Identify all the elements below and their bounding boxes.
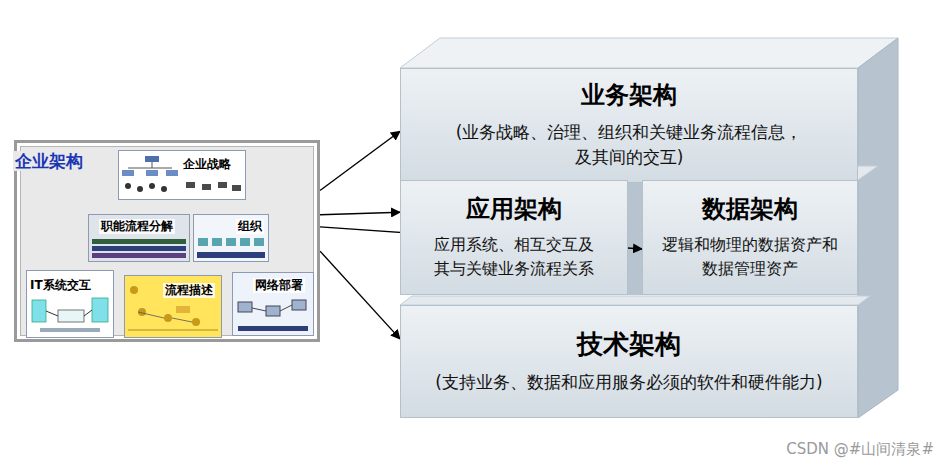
architecture-block: 应用架构应用系统、相互交互及 其与关键业务流程关系: [400, 180, 628, 295]
block-description: 逻辑和物理的数据资产和 数据管理资产: [657, 233, 843, 281]
system-diagram: [32, 298, 108, 332]
side-face: [628, 180, 642, 295]
org-chart-icons: [122, 156, 241, 192]
network-icons: [238, 300, 308, 331]
block-title: 技术架构: [577, 328, 681, 362]
block-description: (业务战略、治理、组织和关键业务流程信息， 及其间的交互): [451, 120, 808, 171]
block-description: (支持业务、数据和应用服务必须的软件和硬件能力): [435, 370, 822, 396]
top-face: [400, 38, 898, 68]
pointer-arrow: [320, 251, 400, 339]
thumbnail-label: 网络部署: [253, 278, 305, 293]
thumbnail-label: 职能流程分解: [99, 219, 175, 234]
thumbnail-label: IT系统交互: [28, 278, 93, 293]
org-boxes: [197, 238, 265, 258]
thumbnail-box: 企业战略: [118, 150, 246, 200]
process-flow: [128, 286, 218, 330]
pointer-arrow: [320, 212, 400, 215]
panel-heading: 企业架构: [13, 151, 85, 171]
top-face: [400, 296, 870, 305]
side-face: [858, 38, 898, 418]
block-title: 数据架构: [702, 194, 798, 225]
architecture-block: 业务架构 (业务战略、治理、组织和关键业务流程信息， 及其间的交互): [400, 68, 858, 183]
thumbnail-label: 组织: [236, 219, 264, 234]
block-title: 应用架构: [466, 194, 562, 225]
thumbnail-label: 企业战略: [181, 157, 233, 172]
thumbnail-box: 流程描述: [124, 275, 222, 338]
block-description: 应用系统、相互交互及 其与关键业务流程关系: [426, 233, 602, 281]
architecture-block: 技术架构 (支持业务、数据和应用服务必须的软件和硬件能力): [400, 305, 858, 418]
watermark: CSDN @#山间清泉#: [786, 440, 934, 459]
block-title: 业务架构: [581, 80, 677, 111]
function-bars: [92, 239, 186, 258]
architecture-block: 数据架构逻辑和物理的数据资产和 数据管理资产: [642, 180, 858, 295]
pointer-arrow: [320, 131, 400, 190]
thumbnail-label: 流程描述: [163, 283, 215, 298]
